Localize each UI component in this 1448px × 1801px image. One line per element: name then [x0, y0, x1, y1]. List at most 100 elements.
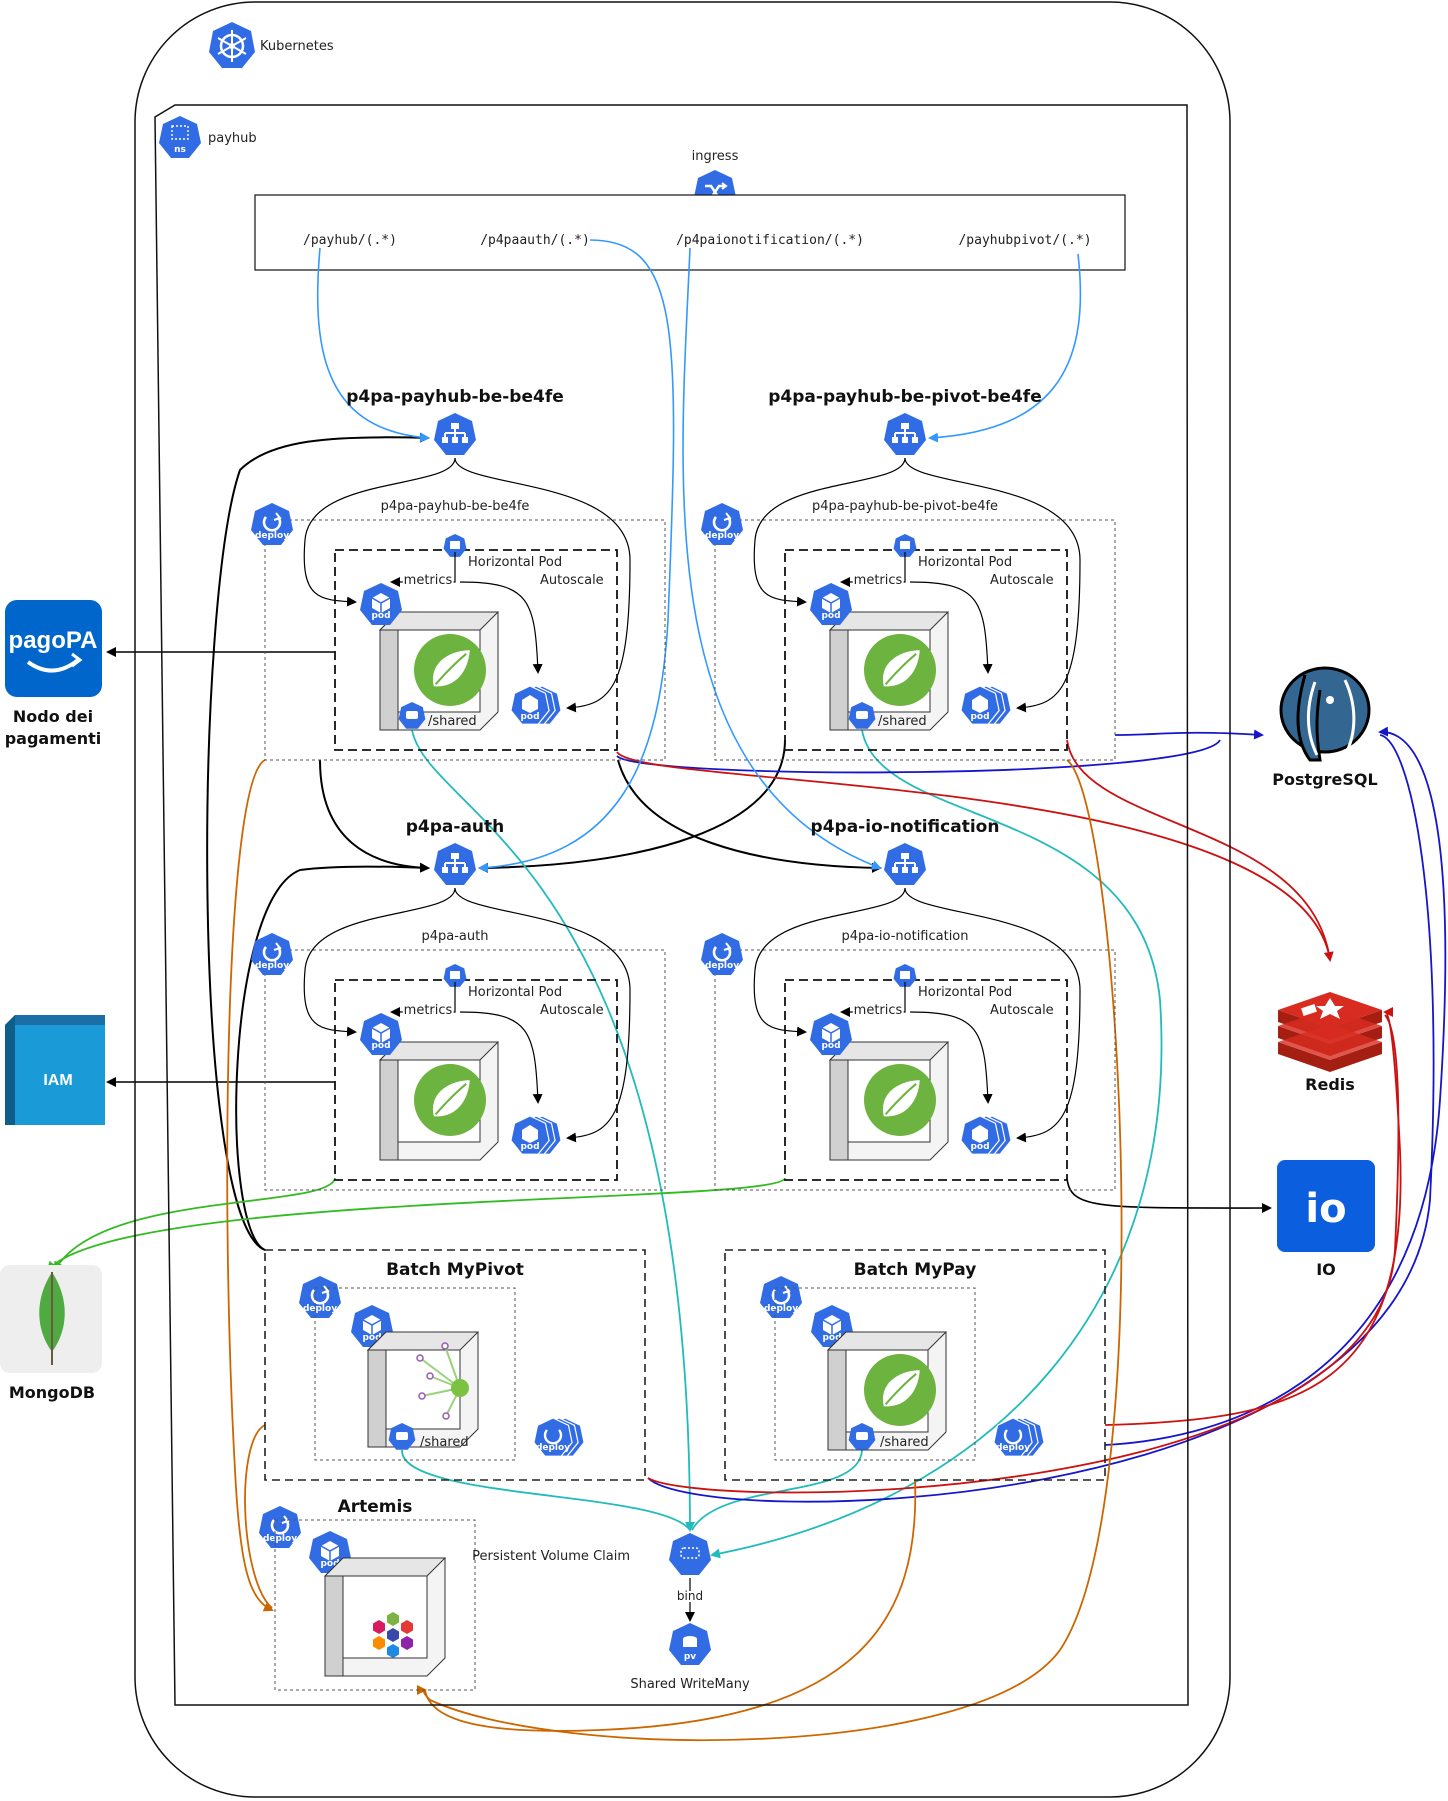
svg-text:deploy: deploy [705, 531, 739, 541]
batch-mypivot-app-logo [416, 1342, 469, 1420]
svg-text:pod: pod [970, 1142, 989, 1152]
service-pivot: p4pa-payhub-be-pivot-be4fep4pa-payhub-be… [701, 387, 1116, 761]
link-pivot-to-postgres [1114, 729, 1264, 740]
batch-mypivot-box [264, 1249, 646, 1481]
link-be-to-artemis [226, 759, 274, 1612]
hpa-ionotif-icon [893, 964, 917, 987]
link-mypivot-to-redis [647, 1014, 1400, 1494]
link-mypivot-to-be [206, 432, 430, 1251]
link-mypivot-shared-to-pvc [401, 1449, 691, 1531]
redis-logo [1278, 992, 1382, 1072]
svg-text:deploy: deploy [705, 961, 739, 971]
deployment-pivot-box [714, 519, 1116, 761]
link-mypivot-to-postgres [647, 734, 1435, 1503]
batch-mypivot-title: Batch MyPivot [386, 1260, 524, 1280]
deployment-auth-icon: deploy [251, 933, 293, 975]
ingress-routes [316, 239, 1082, 873]
link-ionotif-to-mongodb [46, 1177, 786, 1272]
link-be-to-postgres [616, 739, 1221, 774]
postgresql-label: PostgreSQL [1272, 770, 1377, 789]
link-mypay-to-artemis [424, 1479, 917, 1732]
svg-text:deploy: deploy [764, 1304, 798, 1314]
stack-layer: pod [960, 685, 1000, 725]
spring-boot-pivot-logo [864, 634, 936, 706]
service-pivot-icon [884, 413, 926, 455]
link-mypivot-to-artemis [244, 1424, 273, 1609]
hpa-ionotif-label-2: Autoscale [990, 1003, 1054, 1018]
stack-layer: deploy [533, 1417, 573, 1457]
pv-label: Shared WriteMany [630, 1677, 750, 1692]
service-be-icon [434, 413, 476, 455]
route-p4paauth: /p4paauth/(.*) [480, 233, 590, 248]
pod-ionotif-icon: pod [810, 1013, 852, 1055]
namespace-boundary [154, 104, 1189, 1706]
bind-label: bind [677, 1589, 703, 1603]
hpa-auth-box [334, 979, 618, 1181]
batch-mypay-spring-boot-logo [864, 1354, 936, 1426]
link-pivot-to-auth [478, 739, 786, 873]
stack-layer: pod [960, 1115, 1000, 1155]
hpa-ionotif-box [784, 979, 1068, 1181]
metrics-pivot-label: metrics [854, 573, 903, 588]
stack-layer: pod [510, 685, 550, 725]
pod-replicas-pivot-icon: pod [960, 685, 1012, 725]
hpa-auth-label-2: Autoscale [540, 1003, 604, 1018]
deployment-be-label: p4pa-payhub-be-be4fe [381, 499, 530, 514]
service-pivot-title: p4pa-payhub-be-pivot-be4fe [768, 387, 1041, 407]
link-pivot-to-redis [1066, 739, 1331, 961]
link-be-to-auth [319, 759, 430, 873]
spring-boot-ionotif-logo [864, 1064, 936, 1136]
pod-pivot-icon: pod [810, 583, 852, 625]
artemis-title: Artemis [338, 1497, 413, 1517]
iam-logo: IAM [5, 1015, 105, 1125]
io-logo: io [1277, 1160, 1375, 1252]
svg-text:pod: pod [320, 1559, 339, 1569]
kubernetes-cluster-boundary [134, 1, 1231, 1798]
service-ionotif-title: p4pa-io-notification [811, 817, 1000, 837]
shared-volume-be-icon [398, 702, 426, 729]
hpa-pivot-label-2: Autoscale [990, 573, 1054, 588]
svg-text:pod: pod [822, 1333, 841, 1343]
kubernetes-logo [209, 22, 255, 68]
hpa-auth-label-1: Horizontal Pod [468, 985, 562, 1000]
metrics-auth-label: metrics [404, 1003, 453, 1018]
iam-logo-text: IAM [43, 1072, 72, 1089]
link-mypay-shared-to-pvc [691, 1449, 863, 1531]
service-ionotif: p4pa-io-notificationp4pa-io-notification… [701, 817, 1116, 1191]
metrics-ionotif-label: metrics [854, 1003, 903, 1018]
pod-be-icon: pod [360, 583, 402, 625]
metrics-be-label: metrics [404, 573, 453, 588]
svg-text:pod: pod [371, 1041, 390, 1051]
service-be: p4pa-payhub-be-be4fe p4pa-payhub-be-be4fe… [251, 387, 666, 761]
shared-be-label: /shared [428, 714, 477, 729]
deployment-ionotif-box [714, 949, 1116, 1191]
pv-badge: pv [684, 1652, 696, 1662]
hpa-be-icon [443, 534, 467, 557]
namespace-icon: ns [159, 116, 201, 158]
svg-text:pod: pod [520, 712, 539, 722]
mongodb-label: MongoDB [9, 1383, 95, 1402]
pod-replicas-ionotif-icon: pod [960, 1115, 1012, 1155]
route-payhubpivot: /payhubpivot/(.*) [958, 233, 1091, 248]
deployment-auth-box [264, 949, 666, 1191]
service-be-title: p4pa-payhub-be-be4fe [346, 387, 564, 407]
hpa-pivot-icon [893, 534, 917, 557]
batch-mypay-shared-label: /shared [880, 1435, 929, 1450]
namespace-badge: ns [174, 145, 186, 155]
link-mypivot-to-auth [235, 862, 430, 1251]
batch-mypivot-deploy-icon: deploy [299, 1276, 341, 1318]
kubernetes-label: Kubernetes [260, 39, 334, 54]
batch-mypay-box [724, 1249, 1106, 1481]
deployment-ionotif-icon: deploy [701, 933, 743, 975]
pod-auth-icon: pod [360, 1013, 402, 1055]
link-be-to-ionotif [617, 759, 882, 873]
io-label: IO [1316, 1260, 1336, 1279]
pagopa-label-line1: Nodo dei [13, 707, 93, 726]
deployment-auth-label: p4pa-auth [422, 929, 489, 944]
svg-text:deploy: deploy [303, 1304, 337, 1314]
deployment-be-icon: deploy [251, 503, 293, 545]
batch-mypay-title: Batch MyPay [854, 1260, 977, 1280]
deployment-pivot-icon: deploy [701, 503, 743, 545]
svg-text:pod: pod [821, 611, 840, 621]
